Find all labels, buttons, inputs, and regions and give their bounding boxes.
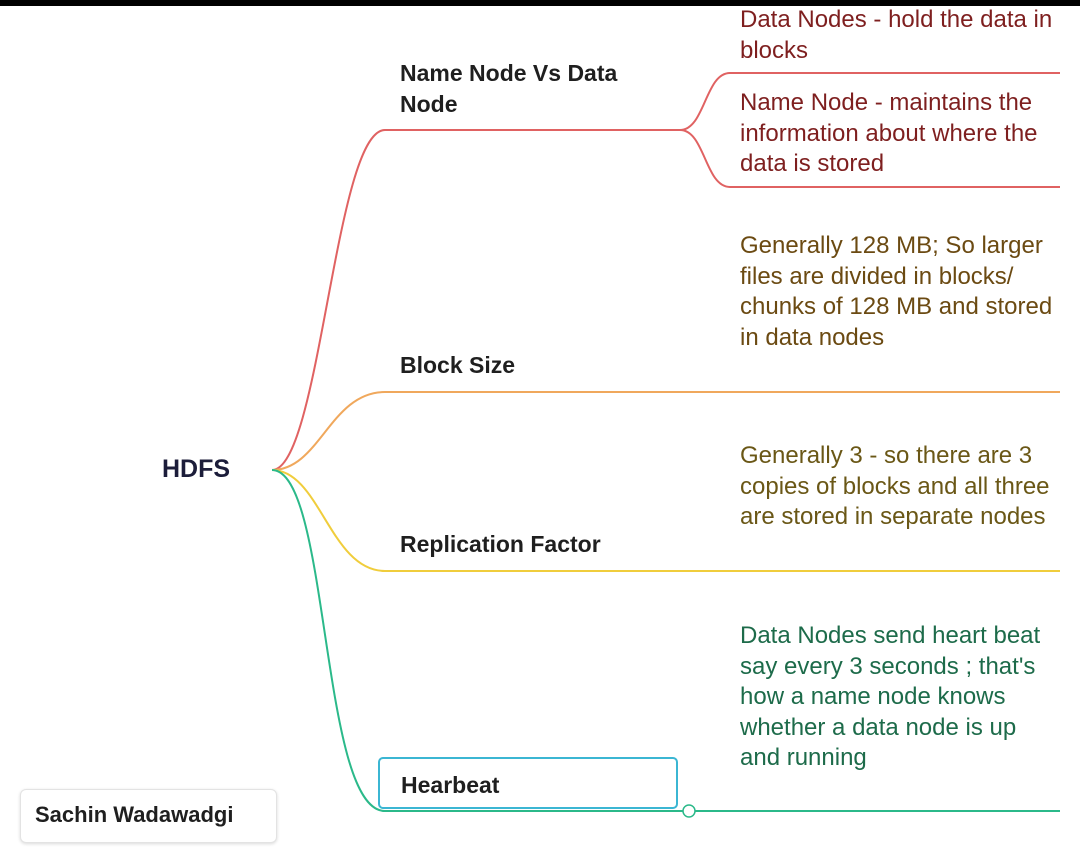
connector-data-nodes-leaf	[679, 72, 1060, 131]
connector-name-node-leaf	[679, 129, 1060, 188]
collapse-handle	[682, 804, 696, 818]
root-topic[interactable]: HDFS	[162, 455, 231, 483]
branch-replication-factor[interactable]: Replication Factor	[400, 531, 601, 557]
branch-name-node-vs-data-node[interactable]: Name Node Vs Data Node	[400, 60, 618, 117]
leaf-replication-factor[interactable]: Generally 3 - so there are 3 copies of b…	[740, 442, 1050, 530]
leaf-data-nodes[interactable]: Data Nodes - hold the data in blocks	[740, 6, 1053, 64]
connector-replication-factor	[271, 469, 1060, 572]
leaf-name-node[interactable]: Name Node - maintains the information ab…	[740, 89, 1038, 177]
branch-heartbeat-selected[interactable]: Hearbeat	[378, 757, 678, 809]
connector-heartbeat	[271, 469, 1060, 812]
author-badge: Sachin Wadawadgi	[20, 789, 277, 843]
branch-block-size[interactable]: Block Size	[400, 352, 516, 378]
connector-block-size	[271, 391, 1060, 471]
connector-name-node	[271, 129, 680, 471]
leaf-block-size[interactable]: Generally 128 MB; So larger files are di…	[740, 232, 1053, 351]
leaf-heartbeat[interactable]: Data Nodes send heart beat say every 3 s…	[740, 622, 1041, 771]
top-bar	[0, 0, 1080, 6]
